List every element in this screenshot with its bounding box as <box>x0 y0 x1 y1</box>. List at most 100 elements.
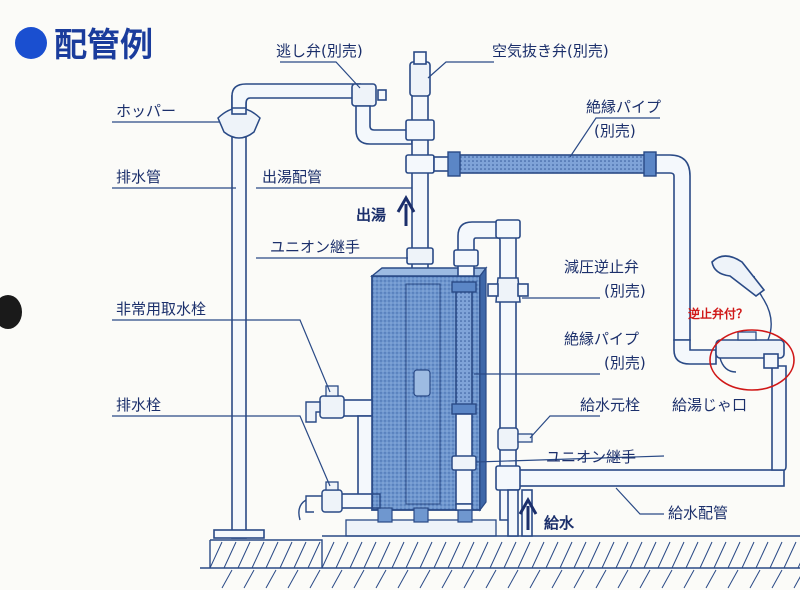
ground <box>200 519 800 589</box>
ground-hatch-line <box>243 569 255 589</box>
ground-hatch-line <box>699 541 713 569</box>
label-union-joint-bottom: ユニオン継手 <box>546 448 636 466</box>
ground-hatch-line <box>293 541 307 569</box>
ground-hatch-line <box>727 569 739 589</box>
ground-hatch-line <box>771 569 783 589</box>
ground-hatch-line <box>615 541 629 569</box>
ground-hatch-line <box>727 541 741 569</box>
ground-hatch-line <box>353 569 365 589</box>
hopper-assembly <box>213 83 361 539</box>
label-drain-pipe: 排水管 <box>116 168 161 186</box>
ground-hatching <box>209 541 800 589</box>
ground-hatch-line <box>529 569 541 589</box>
ground-hatch-line <box>331 569 343 589</box>
ground-hatch-line <box>377 541 391 569</box>
label-drain-tap: 排水栓 <box>116 396 161 414</box>
label-insulated-pipe-mid-note: (別売) <box>604 354 646 372</box>
ground-hatch-line <box>349 541 363 569</box>
ground-hatch-line <box>573 569 585 589</box>
ground-hatch-line <box>321 541 335 569</box>
labels: 逃し弁(別売) 空気抜き弁(別売) ホッパー 絶縁パイプ (別売) 排水管 出湯… <box>116 42 748 532</box>
emergency-tap-body <box>319 395 345 419</box>
ground-hatch-line <box>793 576 800 589</box>
ground-hatch-line <box>503 541 517 569</box>
ground-hatch-line <box>769 541 783 569</box>
ground-hatch-line <box>489 541 503 569</box>
ground-hatch-line <box>405 541 419 569</box>
union-joint-bottom-body <box>451 455 477 471</box>
ground-hatch-line <box>531 541 545 569</box>
ground-hatch-line <box>545 541 559 569</box>
label-main-supply-valve: 給水元栓 <box>580 396 640 414</box>
label-insulated-pipe-mid: 絶縁パイプ <box>564 330 639 348</box>
union-joint-top-body <box>406 247 434 265</box>
relief-valve-body <box>351 83 377 107</box>
ground-hatch-line <box>643 541 657 569</box>
title-bullet <box>15 27 47 59</box>
ground-hatch-line <box>755 541 769 569</box>
insulated-pipe-mid-body <box>455 283 473 413</box>
binder-hole <box>0 295 22 329</box>
ground-hatch-line <box>741 541 755 569</box>
ground-hatch-line <box>335 541 349 569</box>
ground-hatch-line <box>713 541 727 569</box>
pressure-check-valve-body <box>495 277 521 303</box>
ground-hatch-line <box>749 569 761 589</box>
label-emergency-tap: 非常用取水栓 <box>116 300 206 318</box>
insulated-pipe-top-body <box>451 154 653 174</box>
ground-hatch-line <box>363 541 377 569</box>
ground-hatch-line <box>391 541 405 569</box>
ground-hatch-line <box>617 569 629 589</box>
ground-hatch-line <box>595 569 607 589</box>
shower-head <box>711 255 766 298</box>
air-vent-valve-body <box>409 61 431 97</box>
ground-hatch-line <box>683 569 695 589</box>
ground-hatch-line <box>475 541 489 569</box>
ground-hatch-line <box>587 541 601 569</box>
label-water-supply: 給水 <box>544 514 575 532</box>
ground-hatch-line <box>601 541 615 569</box>
label-supply-pipe: 給水配管 <box>668 504 728 522</box>
ground-hatch-line <box>685 541 699 569</box>
ground-hatch-line <box>221 569 233 589</box>
ground-hatch-line <box>309 569 321 589</box>
check-valve-circle <box>709 329 795 391</box>
leader-lines <box>112 61 665 515</box>
water-supply-arrow-icon <box>518 496 538 530</box>
label-hot-faucet: 給湯じゃ口 <box>672 396 747 414</box>
ground-hatch-line <box>441 569 453 589</box>
hot-outlet-arrow-icon <box>396 194 416 226</box>
label-insulated-pipe-top-note: (別売) <box>594 122 636 140</box>
ground-hatch-line <box>639 569 651 589</box>
ground-hatch-line <box>783 541 797 569</box>
ground-hatch-line <box>397 569 409 589</box>
hot-outlet-assembly <box>351 51 455 271</box>
label-insulated-pipe-top: 絶縁パイプ <box>586 98 661 116</box>
title-group: 配管例 <box>15 25 153 64</box>
label-hot-outlet: 出湯 <box>356 206 386 224</box>
label-hot-outlet-pipe: 出湯配管 <box>262 168 322 186</box>
ground-hatch-line <box>573 541 587 569</box>
ground-hatch-line <box>463 569 475 589</box>
ground-hatch-line <box>517 541 531 569</box>
faucet-supply <box>709 255 795 471</box>
ground-hatch-line <box>461 541 475 569</box>
main-supply-valve-body <box>497 427 519 451</box>
ground-hatch-line <box>209 541 223 569</box>
ground-hatch-line <box>265 541 279 569</box>
taps <box>298 385 381 521</box>
ground-hatch-line <box>279 541 293 569</box>
ground-hatch-line <box>307 541 321 569</box>
label-air-vent-valve: 空気抜き弁(別売) <box>492 42 609 60</box>
ground-hatch-line <box>237 541 251 569</box>
ground-hatch-line <box>661 569 673 589</box>
label-union-joint-top: ユニオン継手 <box>270 238 360 256</box>
ground-hatch-line <box>419 541 433 569</box>
ground-hatch-line <box>287 569 299 589</box>
label-relief-valve: 逃し弁(別売) <box>276 42 363 60</box>
ground-hatch-line <box>485 569 497 589</box>
ground-hatch-line <box>223 541 237 569</box>
ground-hatch-line <box>375 569 387 589</box>
